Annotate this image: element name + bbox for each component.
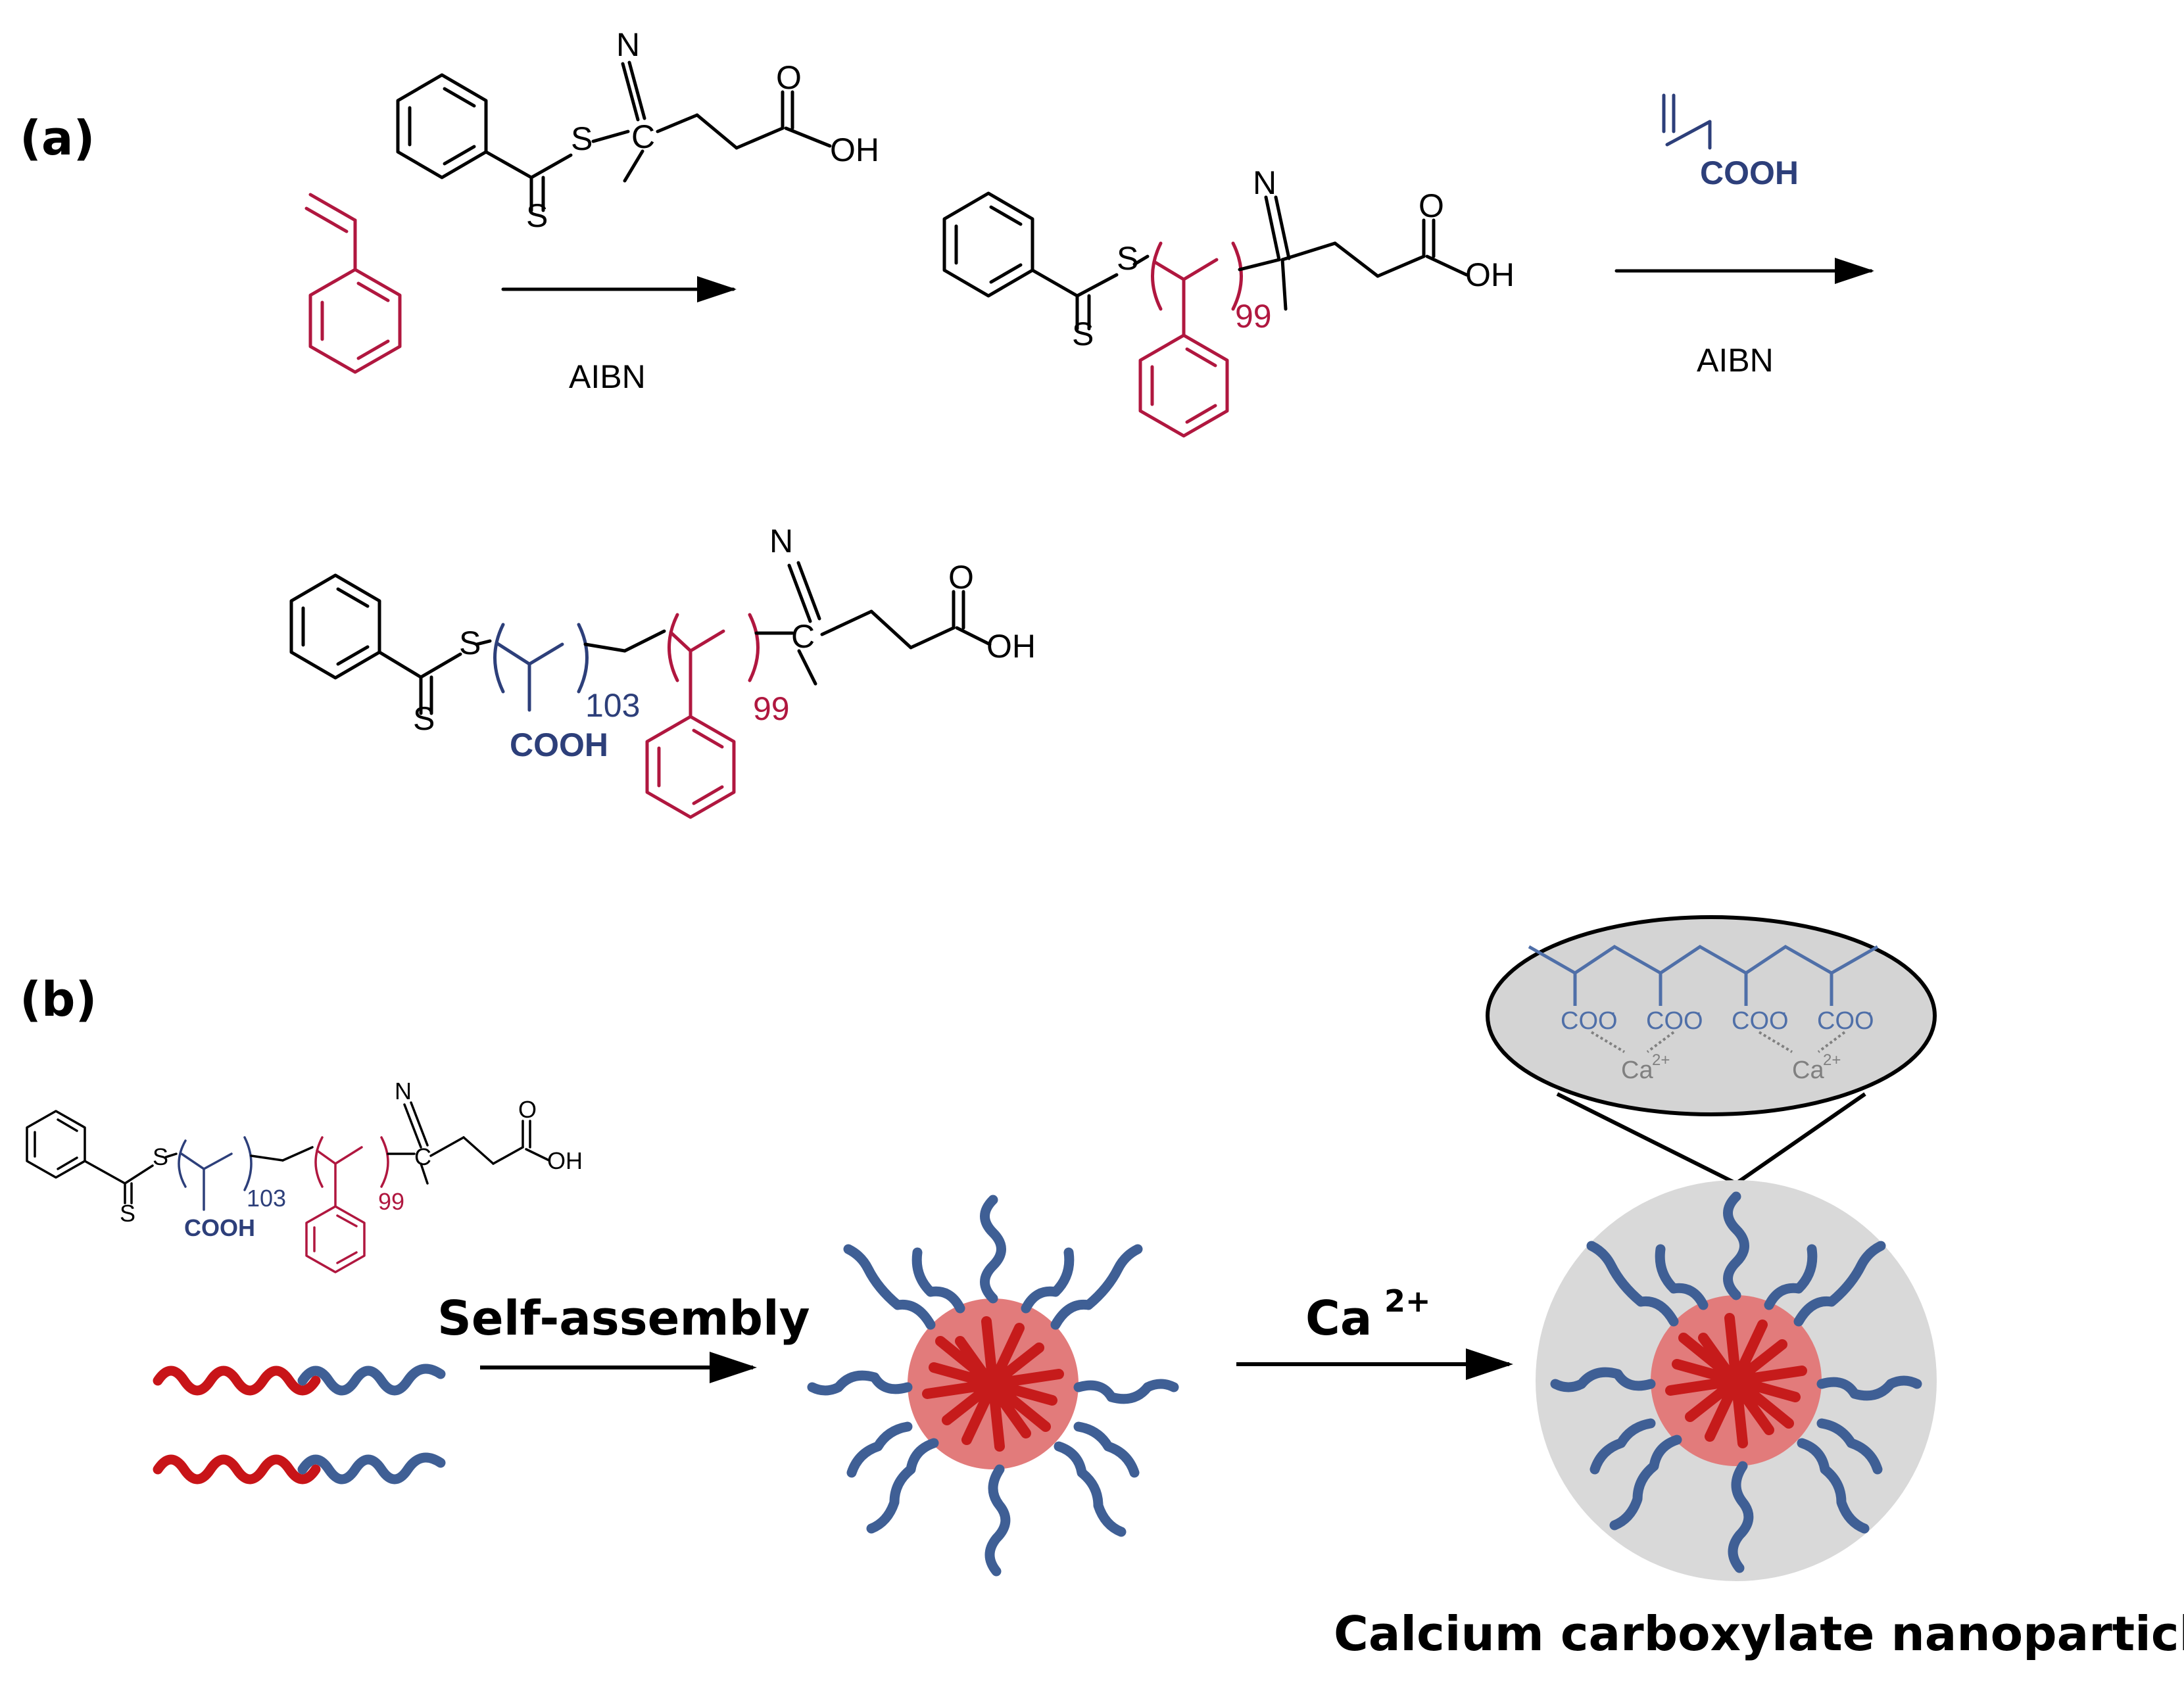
ps-thiocarbonyl-s: S (1072, 316, 1094, 352)
bcp-quaternary-c: C (791, 618, 815, 655)
ps-acid-oh: OH (1465, 256, 1515, 293)
nanoparticle-label: Calcium carboxylate nanoparticle (1334, 1606, 2184, 1661)
coo-1: COO (1561, 1007, 1618, 1035)
small-thiocarbonyl-s: S (120, 1200, 135, 1227)
coo-charge-2: - (1695, 1002, 1701, 1022)
ca-charge-1: 2+ (1652, 1051, 1670, 1069)
bcp-paa-repeat-n: 103 (585, 687, 640, 724)
zoom-bubble (1486, 915, 1937, 1185)
quaternary-c: C (631, 118, 655, 155)
acrylic-acid-monomer (1662, 93, 1712, 150)
small-carbonyl-o: O (518, 1096, 537, 1123)
bcp-paa-cooh: COOH (510, 726, 608, 763)
nanoparticle (1536, 1180, 1937, 1581)
ca-ion-label: Ca (1305, 1291, 1372, 1346)
thioester-s: S (571, 120, 593, 157)
ca-1: Ca (1621, 1057, 1653, 1084)
bcp-nitrile-n: N (769, 523, 793, 559)
coo-2: COO (1646, 1007, 1703, 1035)
coo-charge-1: - (1609, 1002, 1615, 1022)
acid-oh: OH (830, 131, 879, 168)
small-paa-repeat-n: 103 (247, 1185, 286, 1212)
ps-thioester-s: S (1117, 240, 1138, 277)
coo-4: COO (1817, 1007, 1874, 1035)
ps-carbonyl-o: O (1419, 187, 1444, 224)
ca-2: Ca (1792, 1057, 1824, 1084)
small-quaternary-c: C (414, 1143, 431, 1170)
small-ps-repeat-n: 99 (378, 1188, 404, 1215)
panel-a-label: (a) (20, 110, 95, 166)
coo-3: COO (1732, 1007, 1789, 1035)
cartoon-copolymer-chains (153, 1364, 446, 1485)
small-nitrile-n: N (395, 1078, 412, 1105)
ca-ion-charge: 2+ (1384, 1283, 1431, 1319)
ps-macro-cta (942, 191, 1468, 438)
paa-b-ps-copolymer (289, 561, 992, 819)
aibn-label-1: AIBN (569, 358, 646, 395)
small-acid-oh: OH (547, 1147, 583, 1174)
bcp-ps-repeat-n: 99 (753, 690, 790, 727)
small-thioester-s: S (153, 1143, 168, 1170)
coo-charge-4: - (1866, 1002, 1872, 1022)
thiocarbonyl-s: S (526, 197, 548, 234)
styrene-monomer (304, 193, 402, 374)
ps-repeat-n: 99 (1235, 298, 1272, 335)
panel-b-label: (b) (20, 972, 97, 1027)
raft-agent-structure (396, 60, 832, 212)
micelle (807, 1195, 1179, 1577)
ps-nitrile-n: N (1253, 164, 1276, 201)
ca-charge-2: 2+ (1823, 1051, 1841, 1069)
bcp-acid-oh: OH (986, 628, 1036, 665)
self-assembly-label: Self-assembly (437, 1291, 810, 1346)
small-copolymer-structure (26, 1101, 550, 1273)
nitrile-n: N (616, 26, 640, 63)
coo-charge-3: - (1780, 1002, 1786, 1022)
carbonyl-o: O (776, 59, 802, 96)
small-paa-cooh: COOH (184, 1214, 255, 1241)
bcp-thioester-s: S (459, 625, 481, 661)
acrylic-acid-cooh: COOH (1700, 154, 1799, 191)
bcp-carbonyl-o: O (948, 559, 974, 596)
aibn-label-2: AIBN (1697, 342, 1774, 379)
bcp-thiocarbonyl-s: S (413, 700, 435, 737)
